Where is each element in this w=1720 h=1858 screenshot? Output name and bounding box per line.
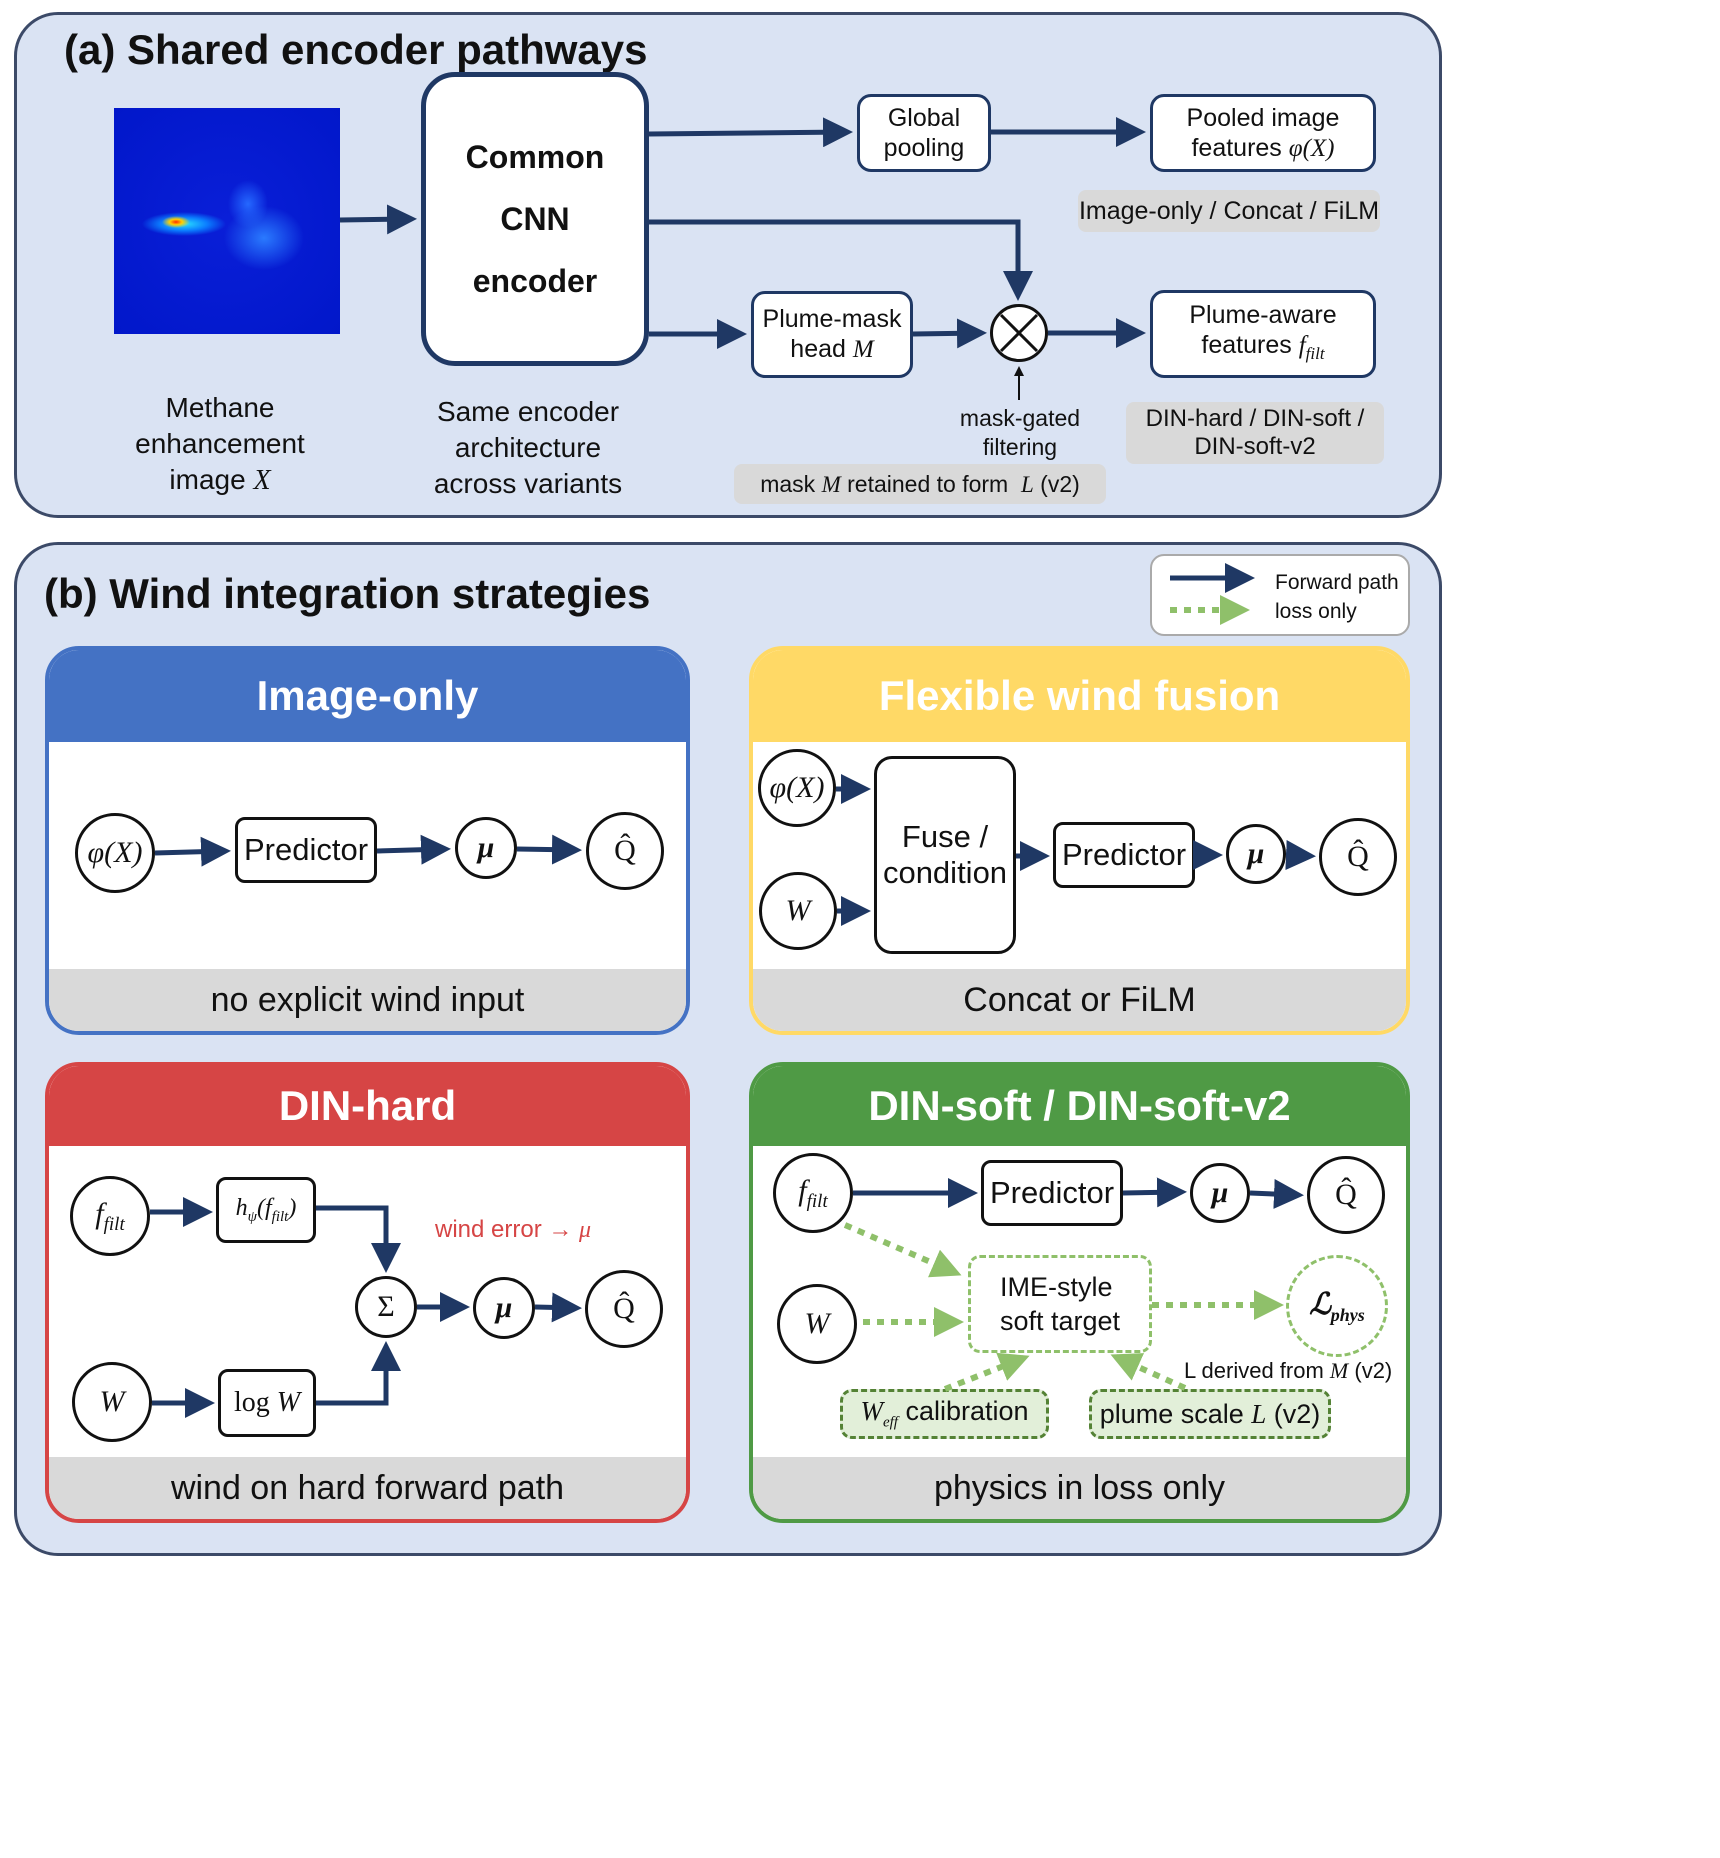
plume-scale-box: plume scale L (v2) <box>1089 1389 1331 1439</box>
flex-q-hat-node: Q̂ <box>1319 818 1397 896</box>
methane-caption: Methane enhancement image X <box>135 392 305 496</box>
card-image-only-footer: no explicit wind input <box>49 969 686 1031</box>
flex-w-node: W <box>759 872 837 950</box>
l-phys-node: ℒphys <box>1286 1255 1388 1357</box>
card-din-hard-footer: wind on hard forward path <box>49 1457 686 1519</box>
mu-node: μ <box>455 817 517 879</box>
pooled-variants-tag: Image-only / Concat / FiLM <box>1078 190 1380 232</box>
q-hat-node: Q̂ <box>586 812 664 890</box>
panel-b-title: (b) Wind integration strategies <box>44 570 651 617</box>
legend-loss-label: loss only <box>1275 600 1357 623</box>
methane-image <box>114 108 340 334</box>
arrow-encoder-to-pooling <box>648 117 853 148</box>
card-din-soft-header: DIN-soft / DIN-soft-v2 <box>753 1066 1406 1146</box>
sum-node: Σ <box>355 1276 417 1338</box>
hard-f-filt-node: ffilt <box>70 1176 150 1256</box>
flex-mu-node: μ <box>1226 824 1286 884</box>
card-din-soft-footer: physics in loss only <box>753 1457 1406 1519</box>
card-flexible-footer: Concat or FiLM <box>753 969 1406 1031</box>
mask-retained-note: mask M retained to form L (v2) <box>734 464 1106 504</box>
hard-w-node: W <box>72 1362 152 1442</box>
log-w-box: log W <box>218 1369 316 1437</box>
hard-q-hat-node: Q̂ <box>585 1270 663 1348</box>
card-flexible-header: Flexible wind fusion <box>753 650 1406 742</box>
legend <box>1150 554 1410 636</box>
hard-mu-node: μ <box>473 1277 535 1339</box>
encoder-caption: Same encoder architecture across variant… <box>433 396 623 499</box>
predictor-box: Predictor <box>235 817 377 883</box>
card-image-only-header: Image-only <box>49 650 686 742</box>
card-din-hard-header: DIN-hard <box>49 1066 686 1146</box>
card-flexible-fusion: Flexible wind fusion Concat or FiLM <box>749 646 1410 1035</box>
flex-phi-x-node: φ(X) <box>758 749 836 827</box>
arrow-encoder-to-gate <box>649 219 1033 301</box>
soft-predictor-box: Predictor <box>981 1160 1123 1226</box>
l-derived-note: L derived from M (v2) <box>1184 1358 1393 1383</box>
din-variants-tag: DIN-hard / DIN-soft /DIN-soft-v2 <box>1126 402 1384 464</box>
panel-a-title: (a) Shared encoder pathways <box>64 26 648 73</box>
flex-predictor-box: Predictor <box>1053 822 1195 888</box>
arrow-mask-to-gate <box>912 318 987 349</box>
soft-w-node: W <box>777 1284 857 1364</box>
fuse-condition-box: Fuse /condition <box>874 756 1016 954</box>
legend-forward-label: Forward path <box>1275 571 1399 594</box>
weff-calibration-box: Weff calibration <box>840 1389 1049 1439</box>
common-cnn-encoder: Common CNN encoder <box>421 72 649 366</box>
h-psi-box: hψ(ffilt) <box>216 1177 316 1243</box>
multiply-gate-icon <box>990 304 1048 362</box>
soft-q-hat-node: Q̂ <box>1307 1156 1385 1234</box>
soft-mu-node: μ <box>1190 1163 1250 1223</box>
phi-x-node: φ(X) <box>75 813 155 893</box>
soft-f-filt-node: ffilt <box>773 1153 853 1233</box>
arrow-image-to-encoder <box>339 204 417 235</box>
wind-error-note: wind error → μ <box>435 1216 592 1243</box>
